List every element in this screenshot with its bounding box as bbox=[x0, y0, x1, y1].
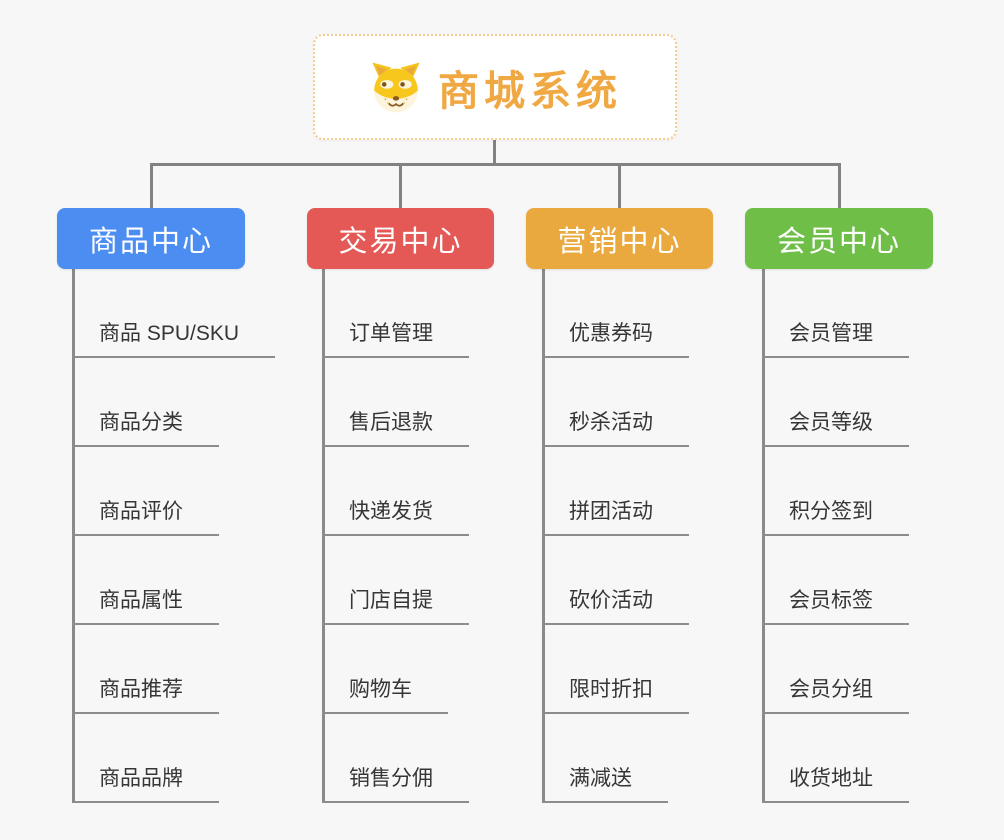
branch-children-product: 商品 SPU/SKU 商品分类 商品评价 商品属性 商品推荐 商品品牌 bbox=[72, 269, 276, 803]
connector-horizontal-bus bbox=[150, 163, 841, 166]
dog-face-icon bbox=[368, 59, 424, 115]
root-title: 商城系统 bbox=[438, 68, 622, 114]
connector-drop-product bbox=[150, 163, 153, 209]
leaf-node[interactable]: 会员管理 bbox=[762, 317, 909, 358]
branch-children-marketing: 优惠券码 秒杀活动 拼团活动 砍价活动 限时折扣 满减送 bbox=[542, 269, 689, 803]
leaf-node[interactable]: 商品推荐 bbox=[72, 673, 219, 714]
leaf-node[interactable]: 会员标签 bbox=[762, 584, 909, 625]
leaf-node[interactable]: 门店自提 bbox=[322, 584, 469, 625]
leaf-node[interactable]: 商品品牌 bbox=[72, 762, 219, 803]
leaf-node[interactable]: 购物车 bbox=[322, 673, 448, 714]
branch-node-product-center[interactable]: 商品中心 bbox=[57, 208, 245, 269]
leaf-node[interactable]: 会员分组 bbox=[762, 673, 909, 714]
branch-label: 商品中心 bbox=[88, 225, 213, 258]
branch-node-marketing-center[interactable]: 营销中心 bbox=[526, 208, 713, 269]
leaf-node[interactable]: 收货地址 bbox=[762, 762, 909, 803]
branch-label: 交易中心 bbox=[338, 225, 463, 258]
leaf-node[interactable]: 满减送 bbox=[542, 762, 668, 803]
branch-label: 营销中心 bbox=[557, 225, 682, 258]
leaf-node[interactable]: 会员等级 bbox=[762, 406, 909, 447]
connector-drop-trade bbox=[399, 163, 402, 209]
leaf-node[interactable]: 售后退款 bbox=[322, 406, 469, 447]
leaf-node[interactable]: 商品 SPU/SKU bbox=[72, 317, 276, 358]
branch-node-trade-center[interactable]: 交易中心 bbox=[307, 208, 494, 269]
leaf-node[interactable]: 拼团活动 bbox=[542, 495, 689, 536]
leaf-node[interactable]: 快递发货 bbox=[322, 495, 469, 536]
leaf-node[interactable]: 积分签到 bbox=[762, 495, 909, 536]
branch-label: 会员中心 bbox=[776, 225, 901, 258]
connector-drop-member bbox=[838, 163, 841, 209]
leaf-node[interactable]: 销售分佣 bbox=[322, 762, 469, 803]
leaf-node[interactable]: 商品评价 bbox=[72, 495, 219, 536]
leaf-node[interactable]: 限时折扣 bbox=[542, 673, 689, 714]
connector-drop-marketing bbox=[618, 163, 621, 209]
leaf-node[interactable]: 商品属性 bbox=[72, 584, 219, 625]
connector-root-stem bbox=[493, 140, 496, 164]
leaf-node[interactable]: 商品分类 bbox=[72, 406, 219, 447]
leaf-node[interactable]: 砍价活动 bbox=[542, 584, 689, 625]
leaf-node[interactable]: 秒杀活动 bbox=[542, 406, 689, 447]
leaf-node[interactable]: 优惠券码 bbox=[542, 317, 689, 358]
leaf-node[interactable]: 订单管理 bbox=[322, 317, 469, 358]
branch-node-member-center[interactable]: 会员中心 bbox=[745, 208, 933, 269]
root-node-mall-system[interactable]: 商城系统 bbox=[313, 34, 677, 140]
branch-children-member: 会员管理 会员等级 积分签到 会员标签 会员分组 收货地址 bbox=[762, 269, 909, 803]
branch-children-trade: 订单管理 售后退款 快递发货 门店自提 购物车 销售分佣 bbox=[322, 269, 469, 803]
